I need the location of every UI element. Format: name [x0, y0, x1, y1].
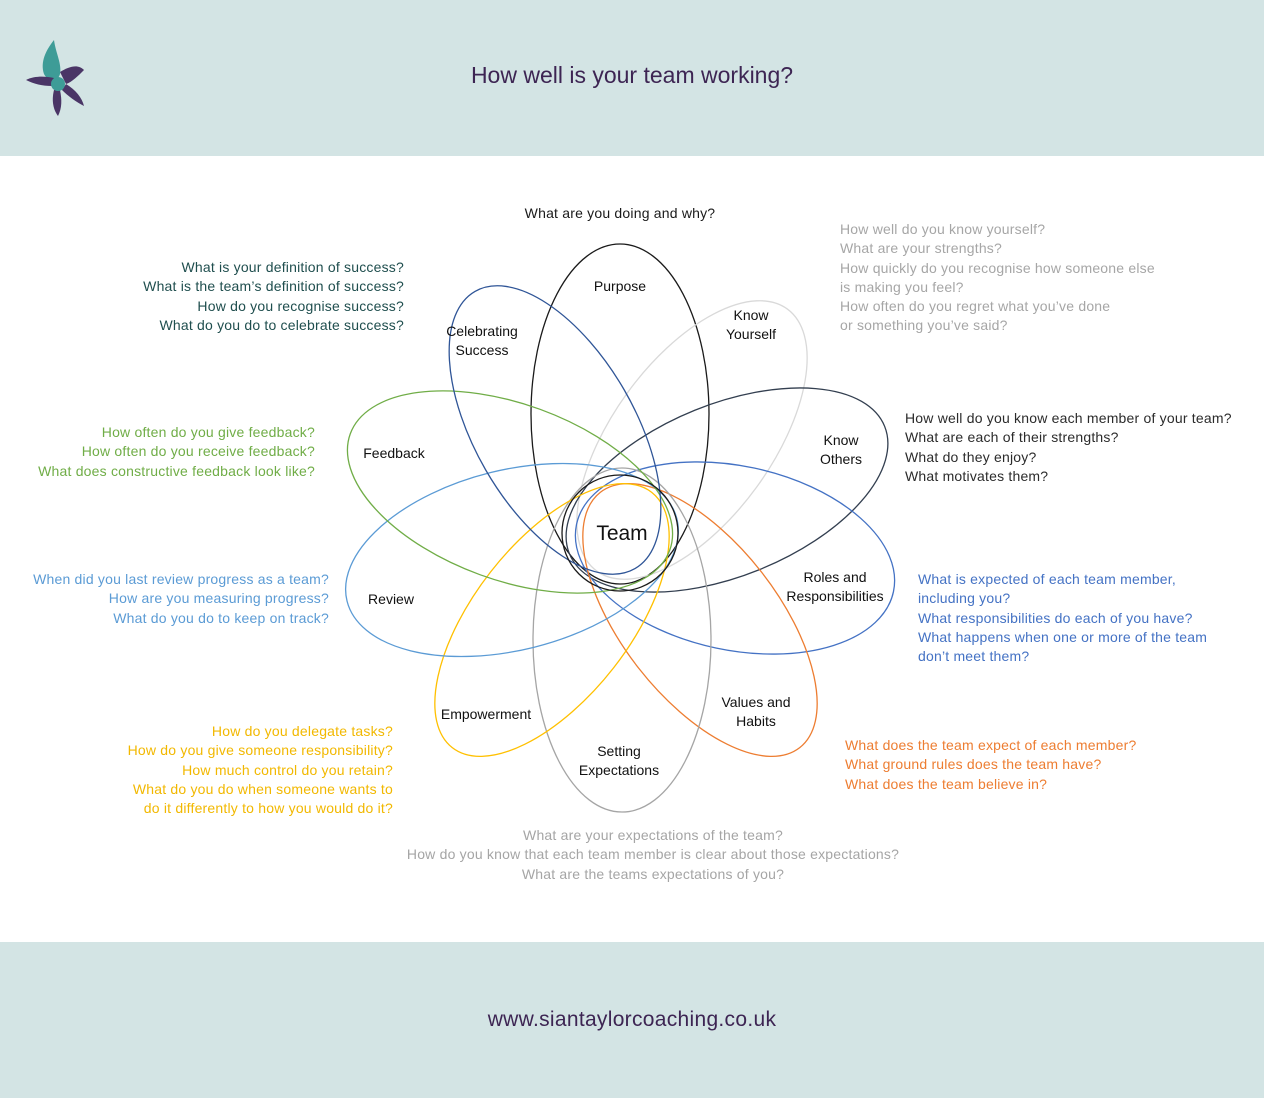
questions-empowerment: How do you delegate tasks? How do you giv…: [128, 722, 393, 818]
question-line: How often do you give feedback?: [101, 424, 315, 440]
question-line: What is expected of each team member,: [918, 571, 1176, 587]
question-line: How do you delegate tasks?: [211, 723, 393, 739]
question-line: What do you do when someone wants to: [132, 780, 393, 797]
question-line: What do you do to celebrate success?: [159, 316, 404, 333]
question-line: What are your strengths?: [840, 240, 1002, 257]
question-line: What are your expectations of the team?: [523, 827, 783, 843]
questions-know-others: How well do you know each member of your…: [905, 409, 1232, 486]
question-line: What does the team expect of each member…: [845, 737, 1137, 753]
question-line: What responsibilities do each of you hav…: [918, 609, 1193, 626]
question-line: What do they enjoy?: [905, 448, 1037, 465]
header-band: [0, 0, 1264, 156]
petal-label-line: Yourself: [725, 326, 777, 342]
petal-label-line: Feedback: [363, 445, 425, 461]
questions-roles: What is expected of each team member, inc…: [918, 570, 1207, 666]
petal-values: [582, 482, 818, 758]
question-line: How are you measuring progress?: [108, 590, 329, 607]
question-line: What are you doing and why?: [524, 205, 716, 221]
question-line: do it differently to how you would do it…: [143, 800, 393, 817]
team-center-label: Team: [596, 522, 648, 545]
question-line: What is the team’s definition of success…: [143, 278, 404, 295]
question-line: including you?: [918, 590, 1011, 607]
petal-purpose: [530, 243, 710, 585]
question-line: How do you recognise success?: [197, 297, 404, 314]
question-line: What ground rules does the team have?: [845, 756, 1102, 773]
petal-label-line: Celebrating: [446, 323, 518, 339]
petal-label-feedback: Feedback: [324, 444, 464, 463]
team-center-circle: [561, 474, 679, 592]
question-line: What is your definition of success?: [181, 259, 404, 275]
petal-label-line: Responsibilities: [786, 588, 884, 604]
question-line: How quickly do you recognise how someone…: [840, 259, 1155, 276]
petal-empowerment: [434, 482, 670, 758]
question-line: How well do you know each member of your…: [905, 410, 1232, 426]
questions-expectations: What are your expectations of the team? H…: [353, 826, 953, 884]
questions-celebrating: What is your definition of success? What …: [143, 258, 404, 335]
question-line: What does the team believe in?: [845, 775, 1048, 792]
petal-label-line: Setting: [597, 743, 641, 759]
petal-label-review: Review: [321, 590, 461, 609]
petal-label-line: Know: [823, 432, 859, 448]
question-line: How well do you know yourself?: [840, 221, 1046, 237]
petal-label-line: Habits: [736, 713, 776, 729]
question-line: When did you last review progress as a t…: [33, 571, 329, 587]
footer-url[interactable]: www.siantaylorcoaching.co.uk: [487, 1008, 777, 1031]
petal-review: [344, 462, 680, 658]
question-line: What motivates them?: [905, 467, 1049, 484]
petal-label-purpose: Purpose: [550, 277, 690, 296]
page-title: How well is your team working?: [470, 62, 794, 88]
question-line: How often do you receive feedback?: [81, 443, 315, 460]
question-line: How do you give someone responsibility?: [127, 742, 393, 759]
question-line: don’t meet them?: [918, 648, 1030, 665]
flower-logo-icon: [26, 40, 84, 116]
question-line: or something you’ve said?: [840, 317, 1008, 334]
petal-expectations: [532, 467, 712, 813]
petal-label-line: Expectations: [578, 762, 660, 778]
question-line: What are each of their strengths?: [905, 429, 1119, 446]
questions-know-yourself: How well do you know yourself? What are y…: [840, 220, 1155, 336]
questions-purpose: What are you doing and why?: [320, 204, 920, 223]
petal-label-line: Roles and: [803, 569, 867, 585]
petal-label-line: Success: [455, 342, 509, 358]
question-line: How much control do you retain?: [182, 761, 393, 778]
petal-label-line: Values and: [721, 694, 791, 710]
petal-label-line: Review: [368, 591, 414, 607]
petal-feedback: [346, 390, 674, 594]
questions-values: What does the team expect of each member…: [845, 736, 1136, 794]
questions-feedback: How often do you give feedback? How often…: [38, 423, 315, 481]
footer-band: [0, 942, 1264, 1098]
question-line: How do you know that each team member is…: [406, 846, 900, 863]
petal-label-empowerment: Empowerment: [416, 705, 556, 724]
question-line: What does constructive feedback look lik…: [38, 462, 315, 479]
petal-label-line: Purpose: [593, 278, 647, 294]
question-line: How often do you regret what you’ve done: [840, 298, 1111, 315]
petal-celebrating: [448, 285, 662, 575]
question-line: What do you do to keep on track?: [113, 609, 329, 626]
petal-label-line: Others: [819, 451, 862, 467]
petal-roles: [574, 461, 896, 655]
petal-label-line: Empowerment: [440, 706, 532, 722]
questions-review: When did you last review progress as a t…: [33, 570, 329, 628]
question-line: What are the teams expectations of you?: [521, 865, 785, 882]
petal-label-line: Know: [733, 307, 769, 323]
petal-know-yourself: [576, 300, 808, 580]
question-line: is making you feel?: [840, 278, 964, 295]
question-line: What happens when one or more of the tea…: [918, 628, 1208, 645]
